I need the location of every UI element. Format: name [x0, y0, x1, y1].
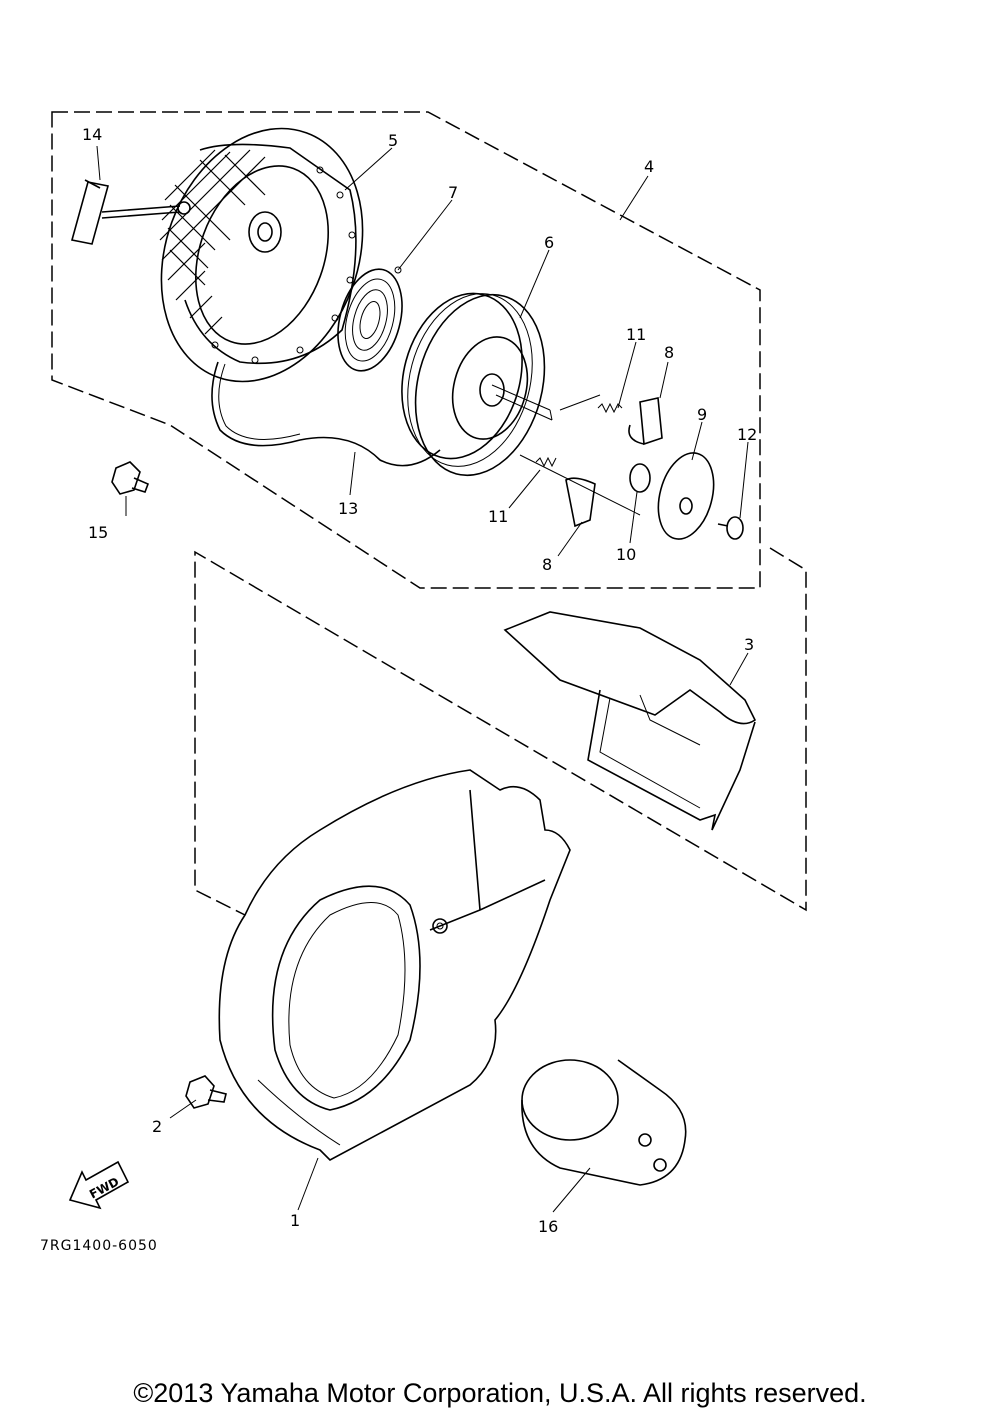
- callout-12: 12: [737, 425, 757, 444]
- callout-8-upper: 8: [664, 343, 674, 362]
- sheave-drum: [401, 292, 553, 477]
- friction-plate: [657, 452, 715, 540]
- callout-9: 9: [697, 405, 707, 424]
- fwd-arrow: FWD: [68, 1160, 130, 1210]
- callout-2: 2: [152, 1117, 162, 1136]
- callout-15: 15: [88, 523, 108, 542]
- pawl-spring-lower: [535, 456, 557, 468]
- callout-7: 7: [448, 183, 458, 202]
- circlip: [629, 463, 651, 493]
- pawl-lower: [565, 477, 596, 528]
- callout-13: 13: [338, 499, 358, 518]
- starter-handle: [71, 179, 191, 245]
- starter-case: [159, 127, 364, 383]
- fan-housing: [218, 769, 571, 1161]
- pawl-upper: [628, 397, 663, 446]
- callout-5: 5: [388, 131, 398, 150]
- callout-1: 1: [290, 1211, 300, 1230]
- callout-10: 10: [616, 545, 636, 564]
- callout-4: 4: [644, 157, 654, 176]
- callout-11-lower: 11: [488, 507, 508, 526]
- starter-bracket: [503, 611, 757, 831]
- callout-16: 16: [538, 1217, 558, 1236]
- spiral-spring: [337, 266, 403, 372]
- starter-rope: [211, 361, 441, 467]
- pawl-spring-upper: [597, 402, 623, 414]
- fwd-label: FWD: [87, 1174, 121, 1201]
- callout-14: 14: [82, 125, 102, 144]
- leader-lines: [96, 145, 749, 1213]
- assembly-4-outline: [51, 111, 761, 589]
- diagram-code: 7RG1400-6050: [40, 1238, 158, 1254]
- callout-8-lower: 8: [542, 555, 552, 574]
- lower-group-outline: [194, 547, 807, 916]
- housing-bolt: [185, 1075, 227, 1109]
- callout-11-upper: 11: [626, 325, 646, 344]
- callout-6: 6: [544, 233, 554, 252]
- case-bolt: [111, 461, 150, 495]
- filter-cup: [521, 1059, 687, 1186]
- copyright-notice: ©2013 Yamaha Motor Corporation, U.S.A. A…: [133, 1378, 867, 1408]
- callout-3: 3: [744, 635, 754, 654]
- plate-screw: [717, 516, 744, 540]
